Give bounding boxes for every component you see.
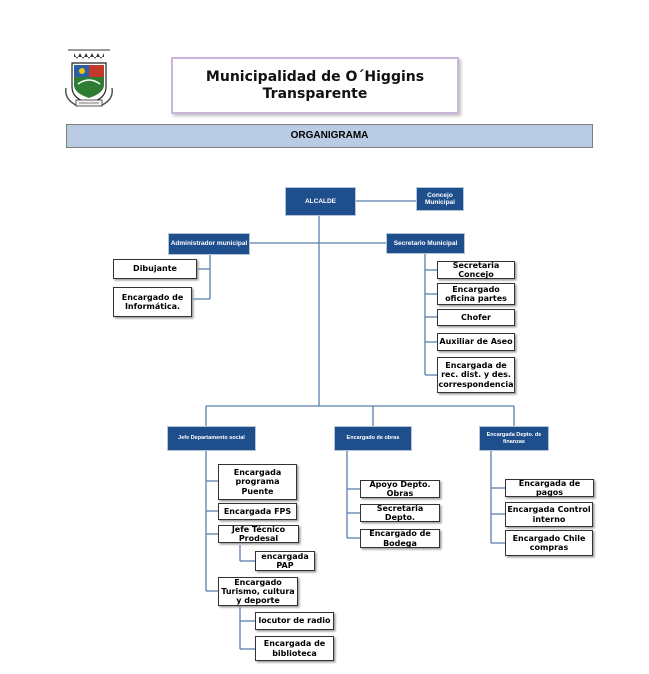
staff-auxiliar-aseo: Auxiliar de Aseo <box>437 333 515 351</box>
staff-locutor-radio: locutor de radio <box>255 612 334 630</box>
alcalde-box: ALCALDE <box>285 187 356 216</box>
jefe-departamento-social-box: Jefe Departamento social <box>167 426 256 451</box>
staff-secretaria-concejo: Secretaria Concejo <box>437 261 515 279</box>
staff-apoyo-depto-obras: Apoyo Depto. Obras <box>360 480 440 498</box>
staff-encargado-turismo: Encargado Turismo, cultura y deporte <box>218 577 298 606</box>
staff-jefe-tecnico-prodesal: Jefe Técnico Prodesal <box>218 525 299 543</box>
staff-encargada-correspondencia: Encargada de rec. dist. y des. correspon… <box>437 357 515 393</box>
encargada-finanzas-box: Encargada Depto. de finanzas <box>479 426 549 451</box>
concejo-municipal-box: Concejo Municipal <box>416 187 464 211</box>
staff-encargada-control-interno: Encargada Control interno <box>505 502 593 527</box>
staff-chofer: Chofer <box>437 309 515 326</box>
secretario-municipal-box: Secretario Municipal <box>386 233 465 254</box>
page-subtitle: Transparente <box>262 86 368 102</box>
staff-encargado-chile-compras: Encargado Chile compras <box>505 530 593 556</box>
staff-encargada-programa-puente: Encargada programa Puente <box>218 464 297 500</box>
staff-encargado-informatica: Encargado de Informática. <box>113 287 192 317</box>
staff-dibujante: Dibujante <box>113 259 197 279</box>
municipal-crest-logo <box>64 48 114 110</box>
encargado-obras-box: Encargado de obras <box>334 426 412 451</box>
staff-secretaria-depto: Secretaria Depto. <box>360 504 440 522</box>
organigrama-banner: ORGANIGRAMA <box>66 124 593 148</box>
staff-encargada-pagos: Encargada de pagos <box>505 479 594 497</box>
staff-encargada-pap: encargada PAP <box>255 551 315 571</box>
page-title: Municipalidad de O´Higgins <box>205 69 425 85</box>
staff-encargada-biblioteca: Encargada de biblioteca <box>255 636 334 661</box>
staff-encargado-bodega: Encargado de Bodega <box>360 529 440 548</box>
administrador-municipal-box: Administrador municipal <box>168 233 250 255</box>
staff-encargada-fps: Encargada FPS <box>218 503 297 520</box>
staff-encargado-oficina-partes: Encargado oficina partes <box>437 283 515 305</box>
page-title-box: Municipalidad de O´Higgins Transparente <box>171 57 459 114</box>
